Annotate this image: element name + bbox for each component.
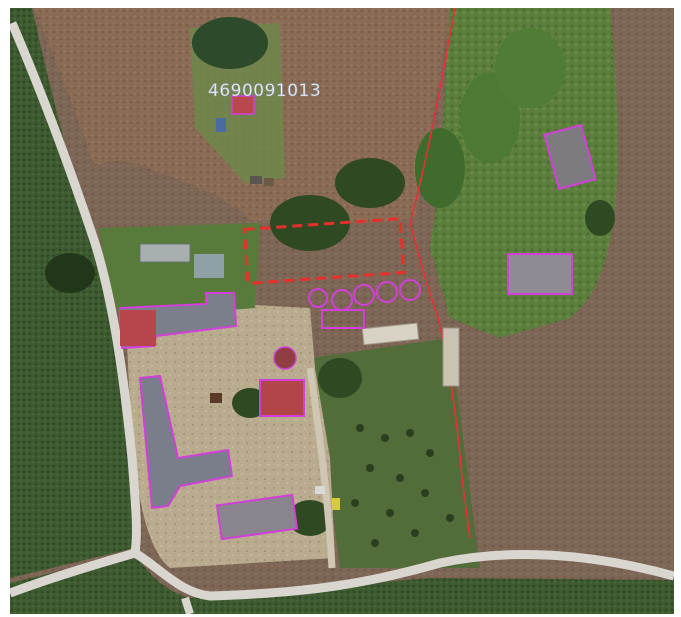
highlighted-plot-outline[interactable]: [242, 217, 406, 285]
west-road[interactable]: [10, 21, 141, 554]
building-containers[interactable]: [361, 322, 420, 346]
building-l-shed[interactable]: [138, 374, 234, 510]
building-east-shed[interactable]: [543, 123, 597, 191]
building-south-barn[interactable]: [215, 493, 299, 541]
south-crop-field: [10, 553, 674, 614]
east-ploughed-field: [480, 8, 674, 573]
orchard-trees: [351, 424, 454, 547]
round-structure[interactable]: [273, 346, 297, 370]
farm-access-road[interactable]: [306, 367, 336, 569]
building-greenhouse[interactable]: [139, 243, 191, 263]
vehicles: [210, 118, 340, 510]
west-grass-strip: [98, 223, 260, 318]
south-road[interactable]: [10, 548, 674, 601]
west-crop-field: [10, 8, 137, 578]
spur-road[interactable]: [181, 596, 194, 614]
parcel-boundary-line[interactable]: [409, 8, 471, 539]
tree-clusters: [45, 28, 615, 536]
building-main-barn-roof: [120, 310, 156, 346]
building-strip-shed[interactable]: [442, 327, 460, 387]
building-red-roof[interactable]: [259, 379, 305, 417]
tank-outlines[interactable]: [308, 279, 421, 329]
parcel-id-label: 4690091013: [208, 81, 321, 101]
building-north[interactable]: [231, 95, 255, 115]
building-silo-shed[interactable]: [194, 254, 224, 278]
pond: [192, 17, 268, 69]
building-east-barn[interactable]: [507, 253, 573, 295]
orchard-area[interactable]: [310, 338, 480, 568]
buildings[interactable]: [118, 95, 597, 541]
aerial-map[interactable]: 4690091013: [10, 8, 674, 614]
